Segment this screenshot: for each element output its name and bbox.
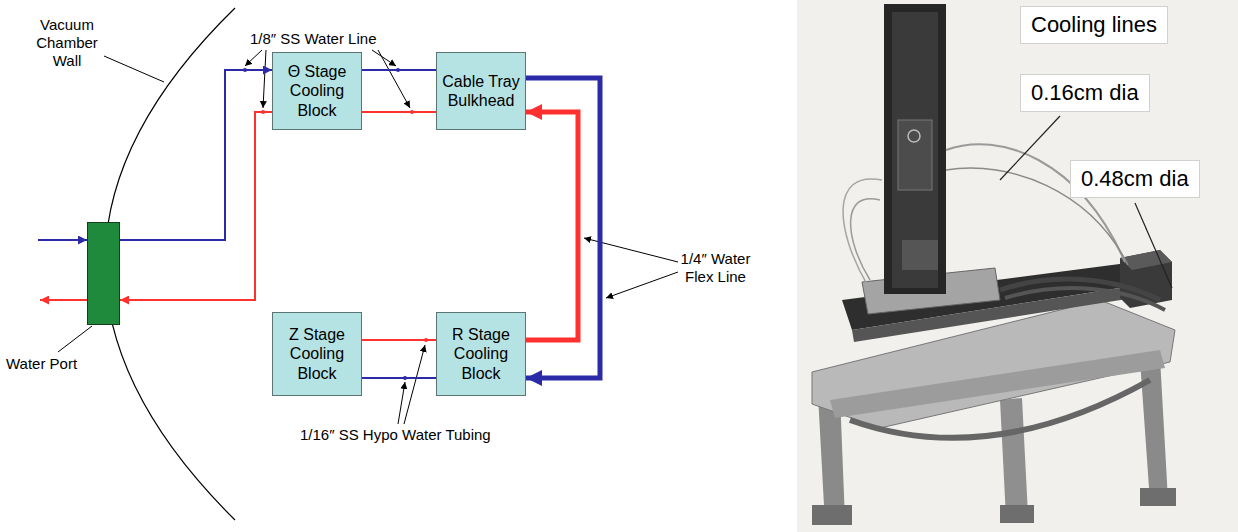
leader-line	[398, 382, 405, 424]
wall-label: Vacuum Chamber Wall	[22, 16, 112, 70]
line-label: 1/4″ Water Flex Line	[668, 250, 763, 286]
photo-callout: Cooling lines	[1020, 6, 1168, 44]
leader-line	[245, 50, 262, 66]
leader-line	[263, 50, 266, 108]
photo-callout: 0.48cm dia	[1070, 160, 1200, 198]
water-line	[362, 111, 436, 113]
water-port: Water Port	[87, 222, 120, 325]
box-label: Cable Tray Bulkhead	[440, 72, 522, 110]
bulkhead-box: Cable Tray Bulkhead	[436, 52, 526, 130]
water-line	[120, 70, 272, 240]
leader-line	[372, 50, 396, 66]
leader-line	[378, 50, 410, 108]
water-line	[362, 69, 436, 71]
water-line	[120, 112, 272, 300]
port-label: Water Port	[6, 355, 77, 372]
leader-line	[404, 345, 425, 424]
water-line	[362, 377, 436, 379]
stage-photo	[797, 0, 1238, 532]
cooling-block: Θ Stage Cooling Block	[272, 52, 362, 130]
leader-line	[58, 326, 92, 352]
water-line	[362, 339, 436, 341]
flex-water-line	[526, 78, 600, 378]
box-label: Θ Stage Cooling Block	[276, 62, 358, 120]
box-label: Z Stage Cooling Block	[276, 325, 358, 383]
line-label: 1/16″ SS Hypo Water Tubing	[300, 426, 540, 444]
cooling-block: R Stage Cooling Block	[436, 312, 526, 396]
inlet-line	[38, 239, 87, 241]
box-label: R Stage Cooling Block	[440, 325, 522, 383]
cooling-block: Z Stage Cooling Block	[272, 312, 362, 396]
leader-line	[606, 272, 678, 298]
leader-line	[104, 56, 164, 82]
line-label: 1/8″ SS Water Line	[250, 30, 410, 48]
photo-callout: 0.16cm dia	[1020, 74, 1150, 112]
chamber-wall	[105, 8, 235, 520]
flex-water-line	[526, 112, 578, 340]
outlet-line	[40, 299, 87, 301]
